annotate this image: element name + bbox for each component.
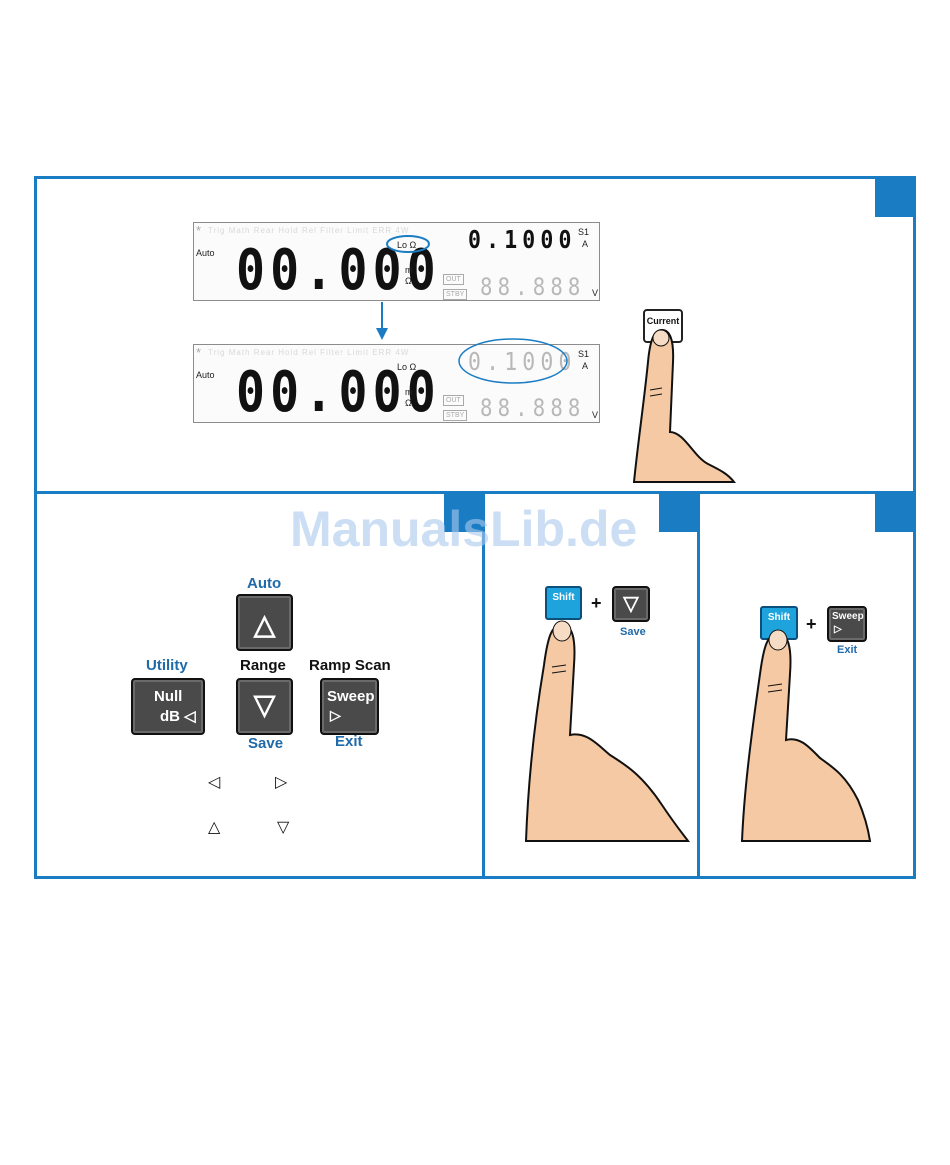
finger-icon [632,328,736,483]
watermark: ManualsLib.de [290,501,638,557]
exit-label: Exit [335,733,363,750]
lo-ohm-annunciator: Lo Ω [397,362,417,372]
null-label: Null [154,688,183,705]
down-triangle-icon: ▽ [253,689,276,720]
up-arrow-icon: △ [208,819,221,836]
third-reading: 88.888 [480,394,586,422]
left-arrow-icon: ◁ [208,774,221,791]
ghost-annunciators: Trig Math Rear Hold Rel Filter Limit ERR… [208,348,410,357]
lcd-display-after: * Trig Math Rear Hold Rel Filter Limit E… [193,344,600,423]
shift-key-label: Shift [552,592,575,603]
secondary-highlight-ellipse [458,338,568,384]
save-label: Save [620,626,646,638]
panel-corner-marker [444,494,482,532]
unit-v: V [592,288,599,298]
up-triangle-icon: △ [253,609,276,640]
lo-ohm-annunciator: Lo Ω [397,240,417,250]
plus-sign: + [806,614,817,634]
out-annunciator: OUT [443,274,464,285]
panel-corner-marker [659,494,697,532]
unit-a: A [582,361,589,371]
third-reading: 88.888 [480,273,586,301]
current-key-label: Current [646,316,680,326]
down-save-key[interactable]: ▽ [612,586,650,622]
sweep-key[interactable]: Sweep ▷ [320,678,379,735]
out-annunciator: OUT [443,395,464,406]
unit-ohm: Ω [405,398,412,408]
sweep-exit-key[interactable]: Sweep ▷ [827,606,867,642]
down-arrow-icon: ▽ [277,819,290,836]
bottom-right-panel [697,491,916,879]
auto-label: Auto [247,575,282,592]
auto-annunciator: Auto [196,370,215,380]
unit-v: V [592,410,599,420]
finger-icon [524,620,691,842]
sweep-arrow-icon: ▷ [330,707,341,723]
range-down-key[interactable]: ▽ [236,678,293,735]
stby-annunciator: STBY [443,410,468,421]
secondary-reading: 0.1000 [468,347,577,376]
sweep-arrow-icon: ▷ [834,624,842,635]
stby-annunciator: STBY [443,289,468,300]
shift-key-label: Shift [767,612,791,623]
sweep-label: Sweep [832,611,864,622]
range-up-key[interactable]: △ [236,594,293,651]
db-label: dB ◁ [160,708,196,725]
plus-sign: + [591,593,602,613]
shift-key[interactable]: Shift [545,586,582,620]
unit-ohm: Ω [405,276,412,286]
exit-label: Exit [837,644,858,656]
null-db-key[interactable]: Null dB ◁ [131,678,205,735]
down-triangle-icon: ▽ [623,593,639,615]
s1-annunciator: S1 [578,227,590,237]
lo-ohm-highlight-ellipse [386,235,430,253]
main-reading: 00.000 [236,360,441,423]
ghost-annunciators: Trig Math Rear Hold Rel Filter Limit ERR… [208,226,410,235]
secondary-reading: 0.1000 [468,225,577,254]
lcd-display-before: * Trig Math Rear Hold Rel Filter Limit E… [193,222,600,301]
save-label: Save [248,735,284,752]
unit-m: m [405,265,413,275]
asterisk: * [196,345,202,360]
down-arrow-icon [376,302,388,340]
panel-corner-marker [875,179,913,217]
right-arrow-icon: ▷ [275,774,288,791]
panel-corner-marker [875,494,913,532]
s1-annunciator: S1 [578,349,590,359]
finger-icon [740,629,872,842]
auto-annunciator: Auto [196,248,215,258]
ramp-scan-label: Ramp Scan [309,657,391,674]
range-label: Range [240,657,286,674]
sweep-label: Sweep [327,688,375,705]
asterisk: * [196,223,202,238]
utility-label: Utility [146,657,188,674]
unit-a: A [582,239,589,249]
unit-m: m [405,387,413,397]
